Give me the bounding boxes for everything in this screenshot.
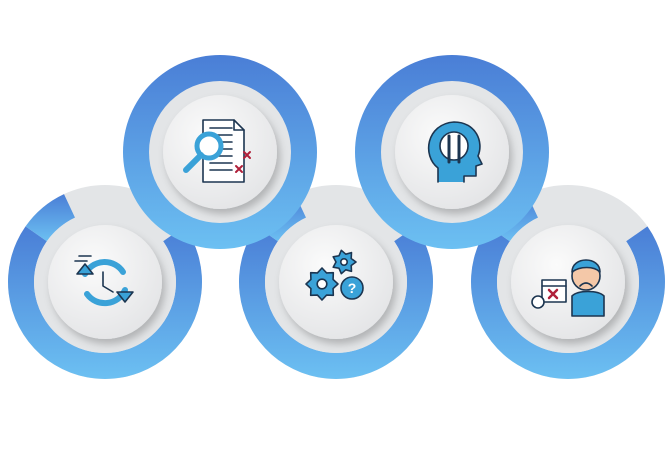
clock-refresh-icon bbox=[74, 255, 134, 307]
node-disc bbox=[34, 211, 176, 353]
gears-question-icon: ? bbox=[305, 249, 364, 301]
sad-user-calendar-icon bbox=[531, 259, 605, 317]
head-wrench-icon bbox=[428, 121, 483, 183]
document-search-icon bbox=[183, 119, 251, 183]
node-disc bbox=[497, 211, 639, 353]
svg-text:?: ? bbox=[348, 280, 357, 296]
